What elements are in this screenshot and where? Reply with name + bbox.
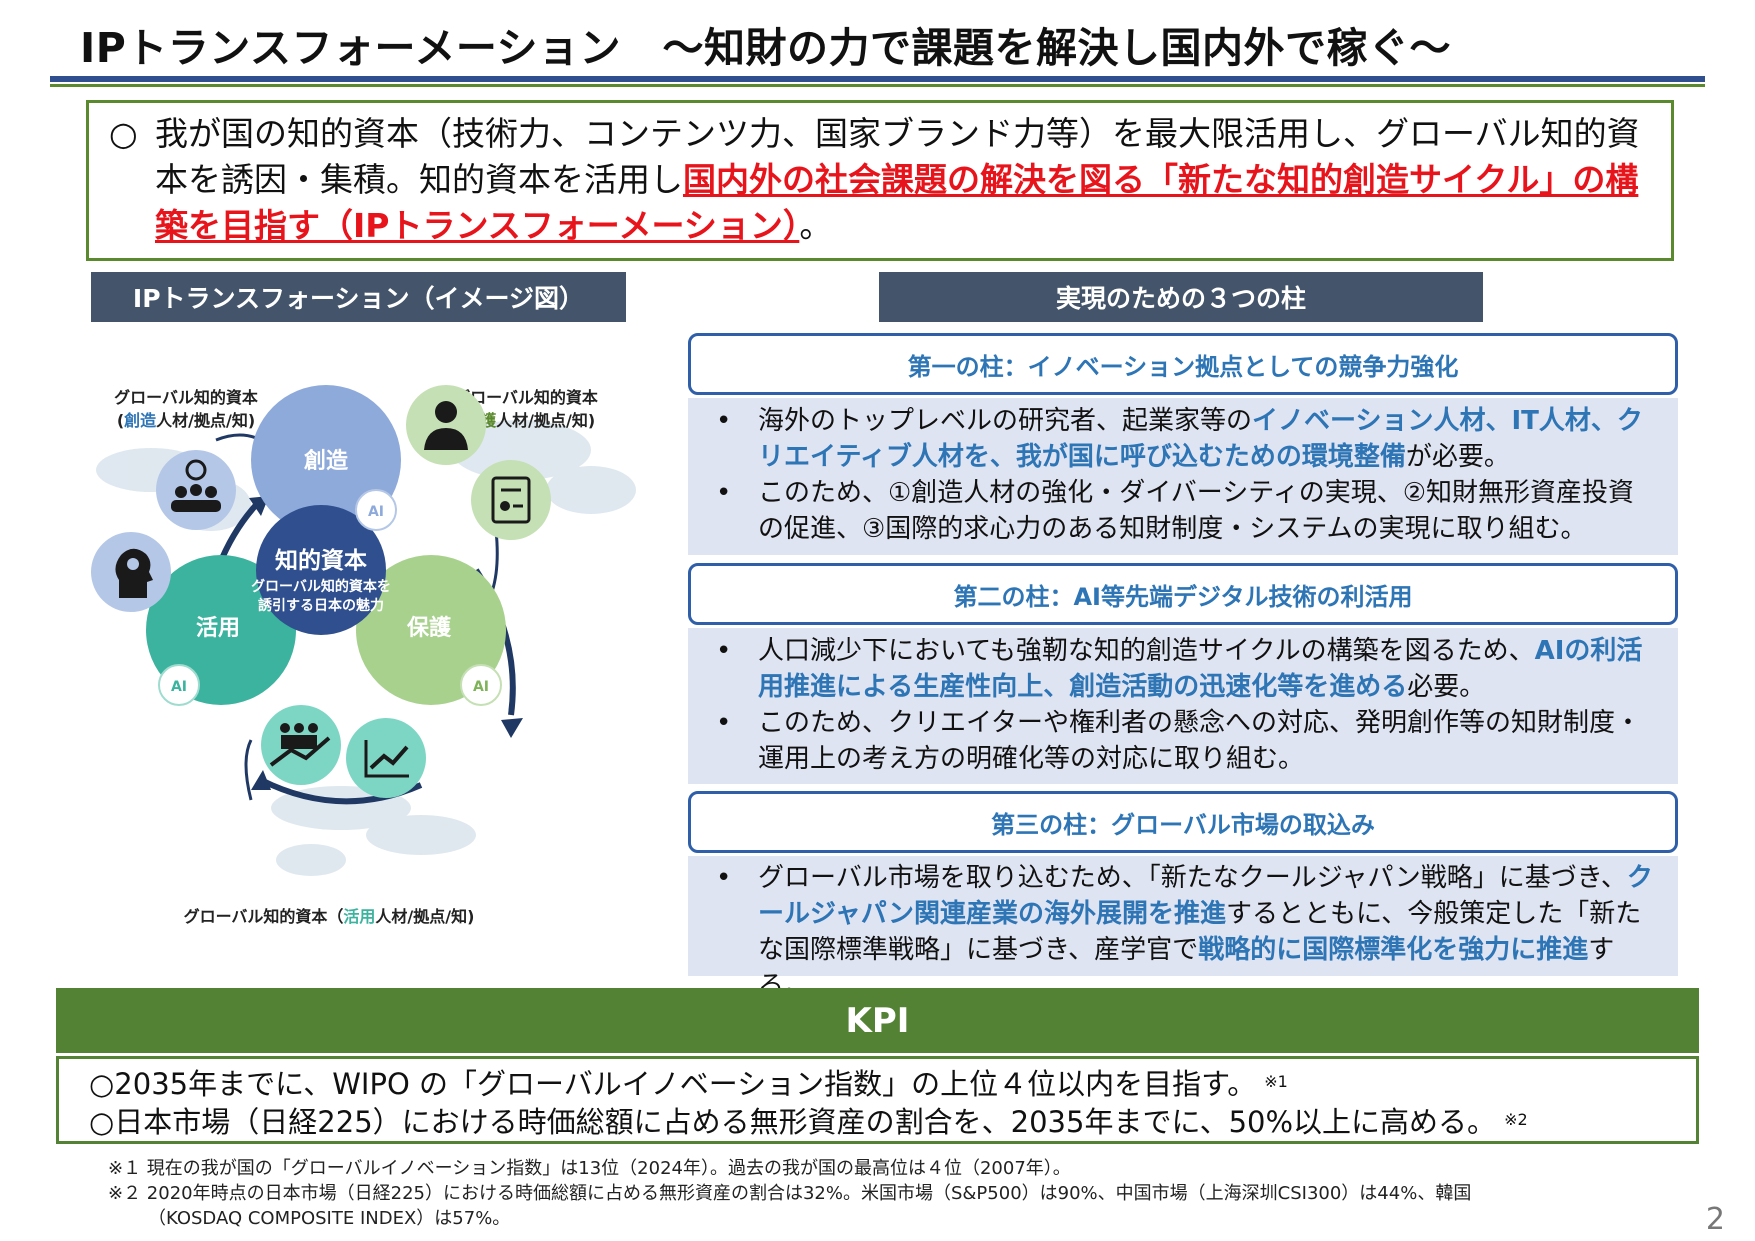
- label-create-line2: (創造人材/拠点/知): [117, 411, 255, 430]
- pillar-3-bullet-1: グローバル市場を取り込むため、「新たなクールジャパン戦略」に基づき、クールジャパ…: [706, 860, 1658, 1004]
- pillar-2-body: 人口減少下においても強靭な知的創造サイクルの構築を図るため、AIの利活用推進によ…: [688, 628, 1678, 784]
- pillar-1-title: 第一の柱：イノベーション拠点としての競争力強化: [688, 333, 1678, 395]
- label-create-highlight: 創造: [123, 411, 157, 430]
- growth-chart-icon: [346, 718, 426, 798]
- ai-badge-use: AI: [158, 664, 200, 706]
- page-number: 2: [1705, 1202, 1725, 1237]
- pillar-2-bullet-1: 人口減少下においても強靭な知的創造サイクルの構築を図るため、AIの利活用推進によ…: [706, 633, 1658, 705]
- circle-create-label: 創造: [304, 449, 348, 474]
- label-protect-line1: グローバル知的資本: [454, 388, 598, 407]
- team-growth-icon: [261, 705, 341, 785]
- pillar-2-bullet-1-highlight: AIの利活用推進による生産性向上、創造活動の迅速化等を進める: [758, 636, 1643, 702]
- label-create-rest: 人材/拠点/知): [156, 411, 255, 430]
- label-create-line1: グローバル知的資本: [114, 388, 258, 407]
- pillars-section-header: 実現のための３つの柱: [879, 272, 1483, 322]
- ai-badge-create-label: AI: [368, 504, 384, 520]
- image-section-header: IPトランスフォーション（イメージ図）: [91, 272, 626, 322]
- pillar-2-title: 第二の柱：AI等先端デジタル技術の利活用: [688, 563, 1678, 625]
- ai-badge-use-label: AI: [171, 679, 187, 695]
- ai-badge-protect-label: AI: [473, 679, 489, 695]
- people-idea-icon: [156, 450, 236, 530]
- header-rule-blue: [50, 76, 1705, 82]
- pillar-1-bullet-2: このため、①創造人材の強化・ダイバーシティの実現、②知財無形資産投資の促進、③国…: [706, 475, 1658, 547]
- lead-text-highlight: 国内外の社会課題の解決を図る「新たな知的創造サイクル」の構築を目指す（IPトラン…: [155, 160, 1639, 245]
- header-rule-green: [50, 84, 1705, 87]
- ai-badge-create: AI: [355, 489, 397, 531]
- lead-bullet-mark: ○: [109, 114, 138, 153]
- kpi-line-1-footnote-ref: ※1: [1264, 1072, 1288, 1091]
- pillar-1-bullet-1-pre: 海外のトップレベルの研究者、起業家等の: [758, 406, 1253, 436]
- kpi-header: KPI: [56, 988, 1699, 1053]
- pillar-2-bullet-1-post: 必要。: [1407, 672, 1486, 702]
- kpi-line-1-text: ○2035年までに、WIPO の「グローバルイノベーション指数」の上位４位以内を…: [89, 1067, 1257, 1101]
- circle-protect-label: 保護: [406, 615, 452, 641]
- footnote-2-cont: （KOSDAQ COMPOSITE INDEX）は57%。: [148, 1208, 511, 1229]
- circle-center: [256, 505, 386, 635]
- lawyer-icon: [406, 385, 486, 465]
- center-sub-line2: 誘引する日本の魅力: [258, 597, 384, 614]
- footnote-2: ※２ 2020年時点の日本市場（日経225）における時価総額に占める無形資産の割…: [108, 1183, 1472, 1204]
- kpi-line-2-text: ○日本市場（日経225）における時価総額に占める無形資産の割合を、2035年まで…: [89, 1105, 1497, 1139]
- pillar-1-bullet-1: 海外のトップレベルの研究者、起業家等のイノベーション人材、IT人材、クリエイティ…: [706, 403, 1658, 475]
- kpi-line-2: ○日本市場（日経225）における時価総額に占める無形資産の割合を、2035年まで…: [89, 1103, 1696, 1141]
- kpi-box: ○2035年までに、WIPO の「グローバルイノベーション指数」の上位４位以内を…: [56, 1056, 1699, 1144]
- pillar-2-bullet-2: このため、クリエイターや権利者の懸念への対応、発明創作等の知財制度・運用上の考え…: [706, 705, 1658, 777]
- center-sub-line1: グローバル知的資本を: [251, 578, 391, 595]
- label-use-highlight: 活用: [343, 907, 375, 926]
- pillar-1-bullet-1-post: が必要。: [1405, 442, 1510, 472]
- center-title: 知的資本: [275, 547, 367, 574]
- pillar-3-body: グローバル市場を取り込むため、「新たなクールジャパン戦略」に基づき、クールジャパ…: [688, 856, 1678, 1001]
- lead-box: ○ 我が国の知的資本（技術力、コンテンツ力、国家ブランド力等）を最大限活用し、グ…: [86, 100, 1674, 261]
- lead-text-plain: 我が国の知的資本（技術力、コンテンツ力、国家ブランド力等）を最大限活用し、グロー…: [155, 114, 1640, 199]
- pillar-2-bullet-1-pre: 人口減少下においても強靭な知的創造サイクルの構築を図るため、: [758, 636, 1535, 666]
- lead-text: 我が国の知的資本（技術力、コンテンツ力、国家ブランド力等）を最大限活用し、グロー…: [155, 111, 1651, 249]
- lead-text-end: 。: [799, 206, 833, 245]
- pillar-3-bullet-1-highlight-1: クールジャパン関連産業の海外展開を推進: [758, 863, 1653, 929]
- pillar-1-body: 海外のトップレベルの研究者、起業家等のイノベーション人材、IT人材、クリエイティ…: [688, 398, 1678, 555]
- certificate-icon: [471, 460, 551, 540]
- page-title: IPトランスフォーメーション ～知財の力で課題を解決し国内外で稼ぐ～: [80, 24, 1452, 72]
- label-use-rest: 人材/拠点/知): [375, 907, 474, 926]
- ip-transformation-diagram: グローバル知的資本 (創造人材/拠点/知) グローバル知的資本 (保護人材/拠点…: [91, 340, 651, 940]
- circle-protect: [356, 555, 506, 705]
- kpi-line-2-footnote-ref: ※2: [1504, 1110, 1528, 1129]
- kpi-line-1: ○2035年までに、WIPO の「グローバルイノベーション指数」の上位４位以内を…: [89, 1065, 1696, 1103]
- pillar-3-bullet-1-pre: グローバル市場を取り込むため、「新たなクールジャパン戦略」に基づき、: [758, 863, 1627, 893]
- ai-badge-protect: AI: [460, 664, 502, 706]
- label-create-paren: (: [117, 411, 124, 430]
- pillar-3-title: 第三の柱：グローバル市場の取込み: [688, 791, 1678, 853]
- pillar-3-bullet-1-mid: するとともに、今般策定した「新たな国際標準戦略」に基づき、産学官で: [758, 899, 1642, 965]
- pillar-3-bullet-1-highlight-2: 戦略的に国際標準化を強力に推進: [1198, 935, 1589, 965]
- pillar-1-bullet-1-highlight: イノベーション人材、IT人材、クリエイティブ人材を、我が国に呼び込むための環境整…: [758, 406, 1643, 472]
- label-protect-rest: 人材/拠点/知): [496, 411, 595, 430]
- label-use-pre: グローバル知的資本（: [184, 907, 344, 926]
- footnote-1: ※１ 現在の我が国の「グローバルイノベーション指数」は13位（2024年）。過去…: [108, 1158, 1071, 1179]
- footnotes: ※１ 現在の我が国の「グローバルイノベーション指数」は13位（2024年）。過去…: [108, 1156, 1668, 1231]
- head-lightbulb-icon: [91, 532, 171, 612]
- label-use: グローバル知的資本（活用人材/拠点/知): [184, 907, 475, 926]
- circle-use-label: 活用: [196, 616, 240, 641]
